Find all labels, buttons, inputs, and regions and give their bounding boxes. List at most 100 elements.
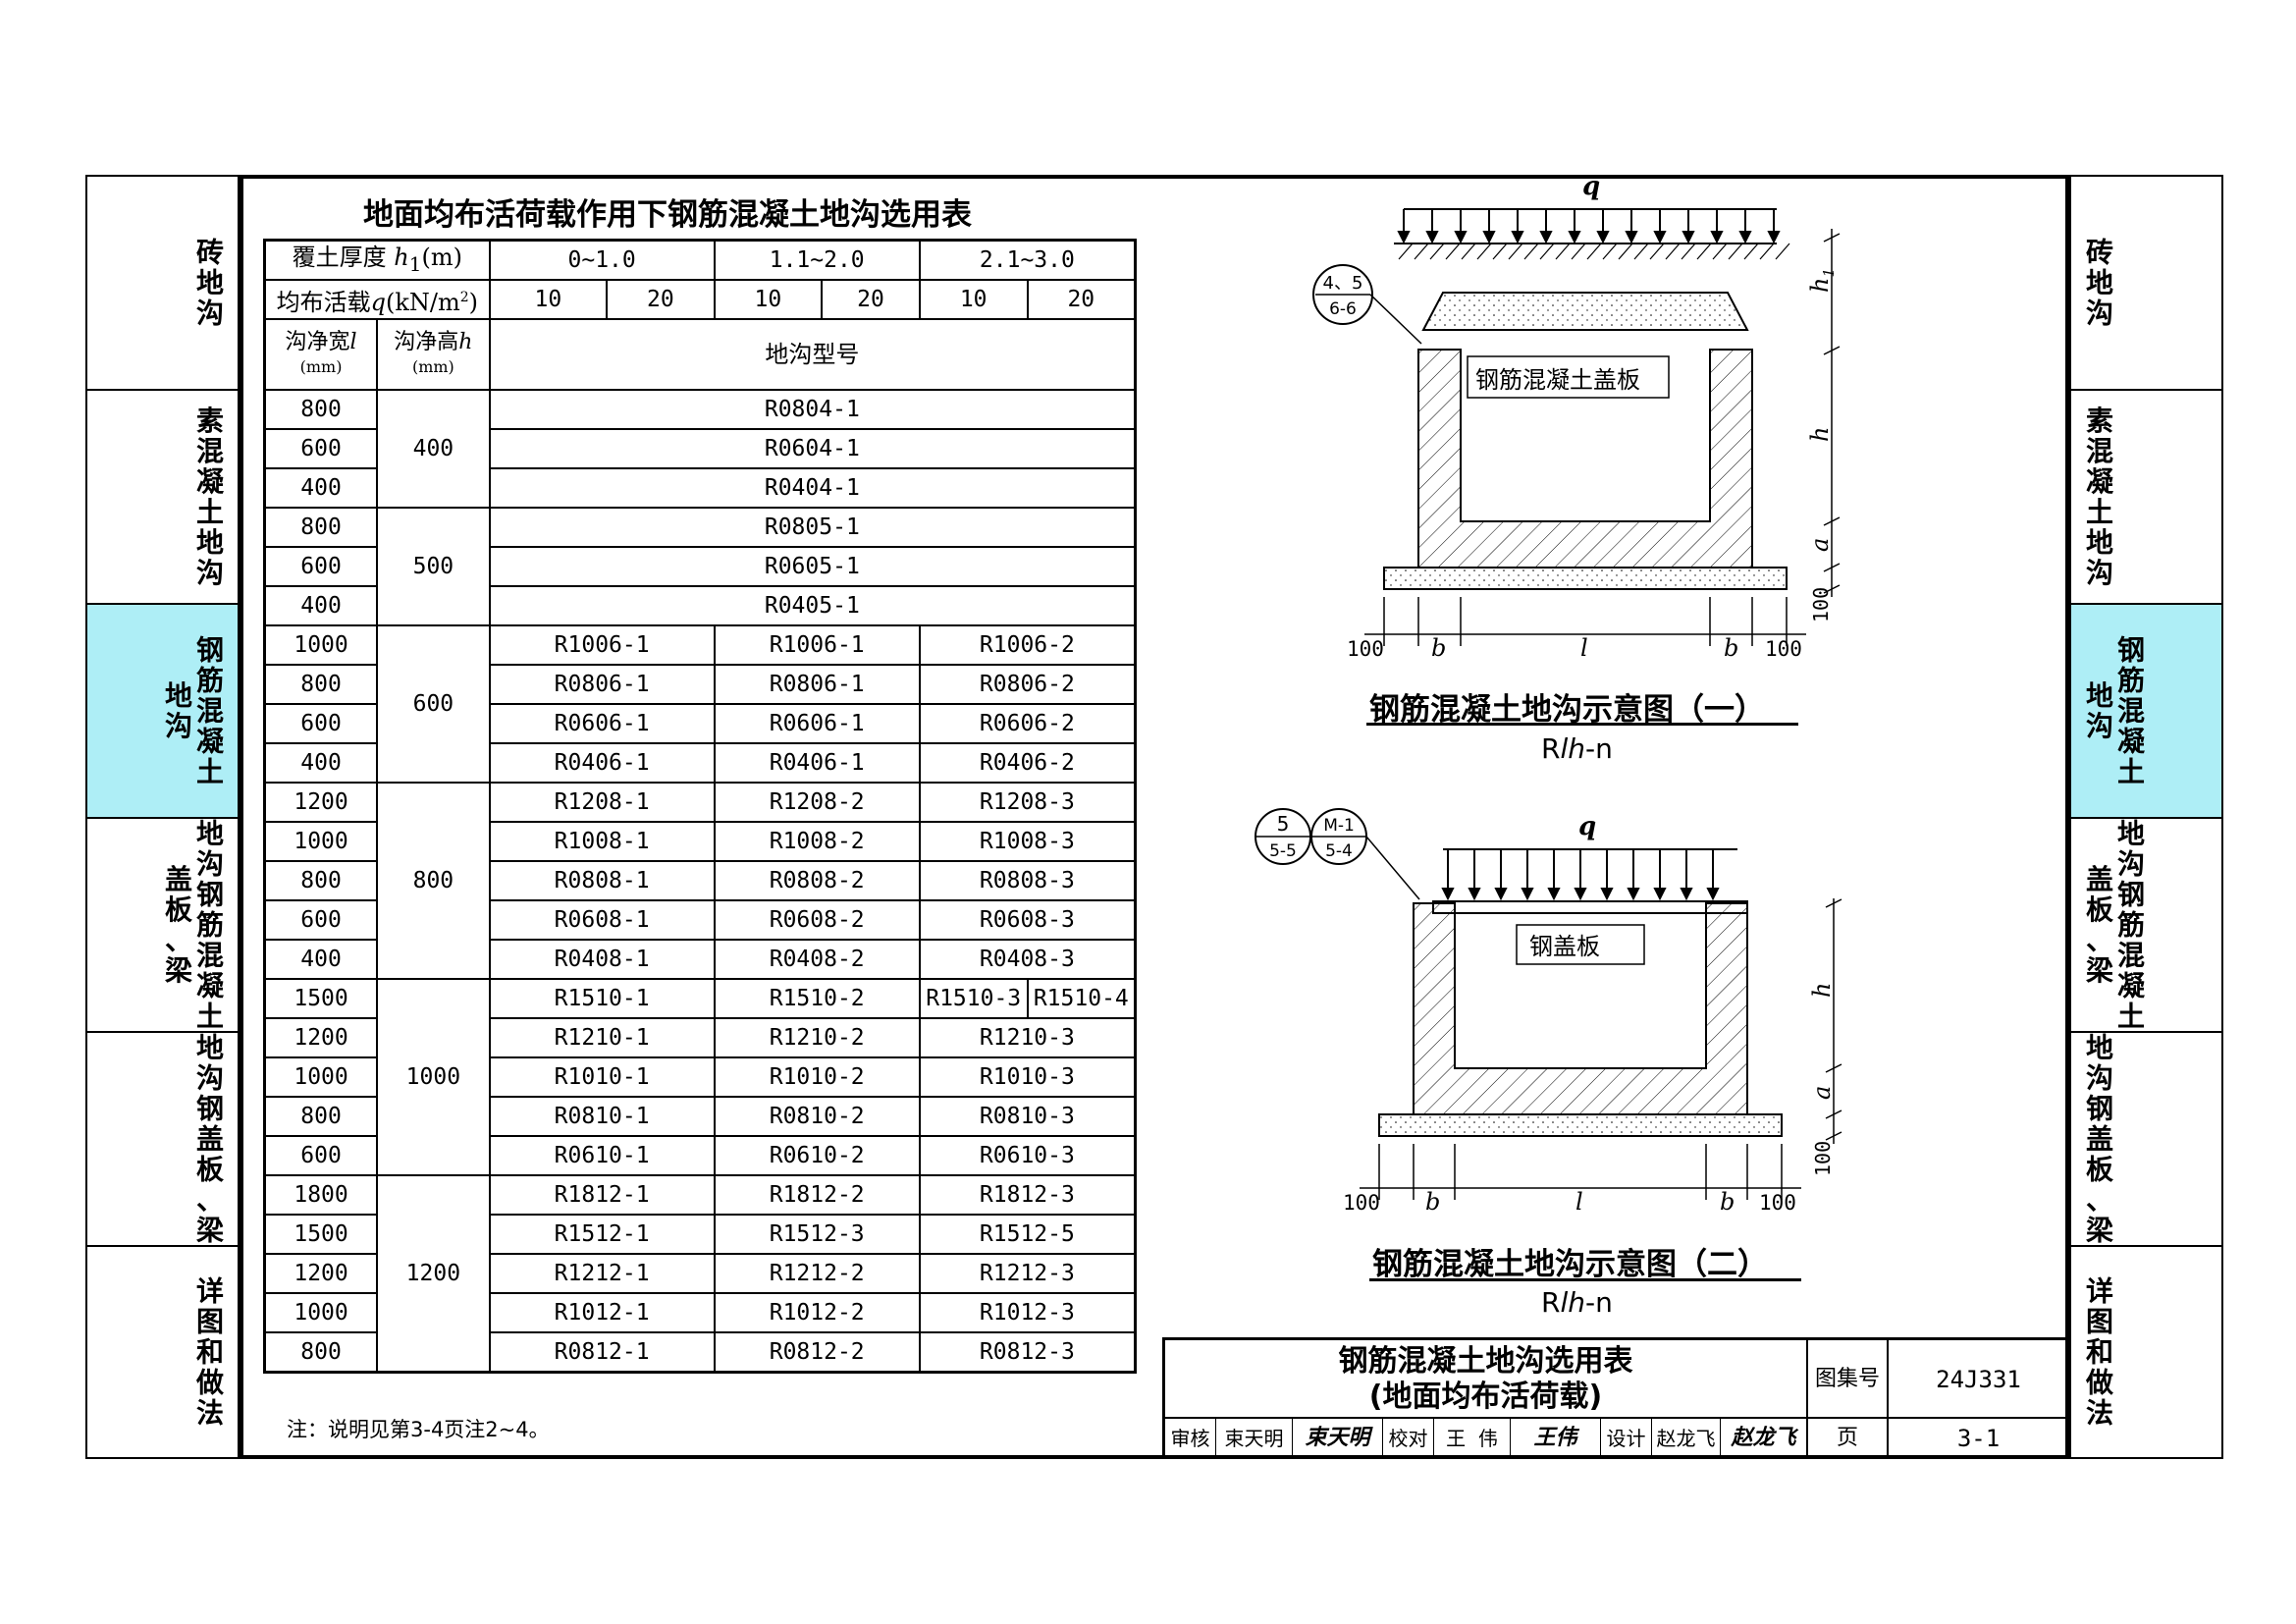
dim-a: a bbox=[1806, 538, 1834, 552]
side-tab-label: 地沟钢筋混凝土 bbox=[195, 817, 224, 1033]
side-tab-plain-concrete-trench[interactable]: 素混凝土地沟 bbox=[87, 391, 238, 605]
side-tab-steel-cover-beam[interactable]: 地沟钢盖板、梁 bbox=[87, 1033, 238, 1247]
trench-type-cell: R1812-1 bbox=[488, 1174, 716, 1216]
page-label: 页 bbox=[1808, 1419, 1889, 1458]
trench-type-cell: R0604-1 bbox=[488, 428, 1137, 469]
side-tab-label: 地沟钢盖板、梁 bbox=[2085, 1031, 2113, 1247]
clear-height-cell: 400 bbox=[376, 389, 491, 509]
ground-hatch-stroke bbox=[1712, 243, 1728, 260]
horizontal-dimension-line bbox=[1360, 1144, 1801, 1200]
clear-width-header: 沟净宽l(mm) bbox=[263, 318, 379, 391]
clear-height-cell: 500 bbox=[376, 507, 491, 626]
trench-type-cell: R1510-1 bbox=[488, 978, 716, 1019]
callout-2-bottom: 5-4 bbox=[1325, 841, 1353, 861]
side-tab-label: 盖板、梁 bbox=[2085, 863, 2113, 987]
dim-bottom-100-left: 100 bbox=[1347, 637, 1384, 661]
trench-type-cell: R0806-1 bbox=[713, 664, 921, 705]
load-arrow-head bbox=[1600, 888, 1614, 901]
trench-type-cell: R1512-3 bbox=[713, 1214, 921, 1255]
ground-hatch-stroke bbox=[1775, 243, 1790, 260]
side-tab-details[interactable]: 详图和做法 bbox=[87, 1247, 238, 1457]
side-tab-plain-concrete-trench[interactable]: 素混凝土地沟 bbox=[2071, 391, 2221, 605]
clear-width-cell: 800 bbox=[263, 664, 379, 705]
load-arrow-head bbox=[1568, 231, 1581, 244]
clear-width-cell: 1000 bbox=[263, 1056, 379, 1098]
clear-width-cell: 800 bbox=[263, 389, 379, 430]
trench-type-header: 地沟型号 bbox=[488, 318, 1137, 391]
load-arrow-head bbox=[1425, 231, 1439, 244]
horizontal-dimension-line bbox=[1364, 597, 1806, 646]
header-row-load: 均布活载q(kN/m2) 10 20 10 20 10 20 bbox=[263, 279, 1137, 320]
distributed-load-arrows bbox=[1397, 208, 1781, 244]
clear-width-cell: 1200 bbox=[263, 1017, 379, 1058]
designer-name: 赵龙飞 bbox=[1652, 1419, 1721, 1458]
trench-type-cell: R0806-1 bbox=[488, 664, 716, 705]
clear-width-cell: 1000 bbox=[263, 624, 379, 666]
load-arrow-head bbox=[1494, 888, 1508, 901]
reviewer-name: 束天明 bbox=[1216, 1419, 1293, 1458]
trench-type-cell: R1212-3 bbox=[918, 1253, 1137, 1294]
trench-type-cell: R0804-1 bbox=[488, 389, 1137, 430]
clear-width-cell: 800 bbox=[263, 1331, 379, 1374]
table-title: 地面均布活荷载作用下钢筋混凝土地沟选用表 bbox=[363, 197, 972, 233]
load-arrow-head bbox=[1596, 231, 1610, 244]
cover-label-box bbox=[1467, 355, 1670, 399]
side-tab-rc-trench[interactable]: 钢筋混凝土 地沟 bbox=[87, 605, 238, 819]
ground-hatch-stroke bbox=[1618, 243, 1633, 260]
load-value: 20 bbox=[1026, 279, 1137, 320]
steel-cover-plate bbox=[1432, 900, 1748, 914]
trench-type-cell: R1512-5 bbox=[918, 1214, 1137, 1255]
side-tab-label: 盖板、梁 bbox=[164, 863, 192, 987]
load-arrow-head bbox=[1511, 231, 1524, 244]
load-arrow-head bbox=[1653, 888, 1667, 901]
load-arrow-head bbox=[1710, 231, 1724, 244]
trench-type-cell: R0406-1 bbox=[713, 742, 921, 784]
side-tab-details[interactable]: 详图和做法 bbox=[2071, 1247, 2221, 1457]
side-tab-brick-trench[interactable]: 砖地沟 bbox=[2071, 177, 2221, 391]
trench-type-cell: R0606-1 bbox=[713, 703, 921, 744]
load-arrow-head bbox=[1627, 888, 1640, 901]
range-header: 0~1.0 bbox=[488, 239, 716, 281]
cover-label: 钢筋混凝土盖板 bbox=[1475, 366, 1640, 394]
ground-hatch-stroke bbox=[1571, 243, 1586, 260]
load-arrow-head bbox=[1680, 888, 1693, 901]
load-arrow-head bbox=[1653, 231, 1667, 244]
trench-type-cell: R0608-2 bbox=[713, 899, 921, 941]
live-load-header: 均布活载q(kN/m2) bbox=[263, 279, 491, 320]
trench-type-cell: R1208-1 bbox=[488, 782, 716, 823]
checker-signature: 王伟 bbox=[1511, 1419, 1601, 1458]
trench-type-cell: R1208-3 bbox=[918, 782, 1137, 823]
callout-1-top: 5 bbox=[1277, 812, 1290, 836]
clear-width-cell: 1000 bbox=[263, 821, 379, 862]
ground-hatch-stroke bbox=[1649, 243, 1665, 260]
dim-h: h bbox=[1808, 983, 1836, 998]
clear-width-cell: 400 bbox=[263, 467, 379, 509]
trench-type-cell: R1008-3 bbox=[918, 821, 1137, 862]
load-arrow-head bbox=[1625, 231, 1638, 244]
side-tab-rc-trench[interactable]: 钢筋混凝土 地沟 bbox=[2071, 605, 2221, 819]
cover-thickness-header: 覆土厚度 h1(m) bbox=[263, 239, 491, 281]
trench-type-cell: R1510-4 bbox=[1026, 978, 1137, 1019]
trench-type-cell: R0605-1 bbox=[488, 546, 1137, 587]
load-arrow-head bbox=[1547, 888, 1561, 901]
trench-type-cell: R1006-2 bbox=[918, 624, 1137, 666]
ground-hatch bbox=[1398, 243, 1790, 260]
ground-hatch-stroke bbox=[1414, 243, 1429, 260]
side-tab-brick-trench[interactable]: 砖地沟 bbox=[87, 177, 238, 391]
diagram-2-formula: Rlh-n bbox=[1541, 1286, 1613, 1319]
trench-type-cell: R0406-2 bbox=[918, 742, 1137, 784]
side-tab-rc-cover-beam[interactable]: 地沟钢筋混凝土 盖板、梁 bbox=[2071, 819, 2221, 1033]
side-tab-steel-cover-beam[interactable]: 地沟钢盖板、梁 bbox=[2071, 1033, 2221, 1247]
cover-label-box bbox=[1516, 924, 1645, 965]
side-tab-rc-cover-beam[interactable]: 地沟钢筋混凝土 盖板、梁 bbox=[87, 819, 238, 1033]
trench-type-cell: R0610-3 bbox=[918, 1135, 1137, 1176]
